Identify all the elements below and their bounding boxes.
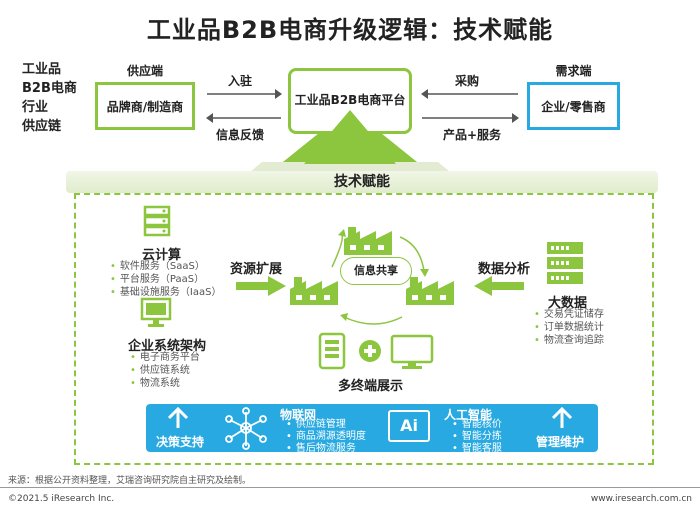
tech-region [74,193,654,465]
list-item: 供应链管理 [286,419,366,431]
data-analysis-label: 数据分析 [478,262,531,277]
factory-icon [344,227,392,255]
website: www.iresearch.com.cn [590,494,692,504]
info-share-badge: 信息共享 [340,257,412,285]
supply-header: 供应端 [126,64,163,78]
monitor-icon [390,334,434,369]
demand-header: 需求端 [555,64,592,78]
list-item: 智能客服 [452,443,502,455]
list-item: 交易凭证储存 [534,308,604,321]
tech-empowerment-bar: 技术赋能 [66,171,658,193]
list-item: 电子商务平台 [130,351,200,364]
enter-label: 入驻 [228,74,253,88]
database-server-icon [547,242,583,284]
arrow-right-icon [207,89,282,99]
arrow-left-icon [206,113,281,123]
platform-label: 工业品B2B电商平台 [294,93,406,107]
tablet-icon [318,332,346,370]
computer-icon [140,297,172,327]
arrow-up-icon [167,406,189,428]
ai-badge-text: Ai [400,416,418,435]
resource-expand-label: 资源扩展 [230,262,283,277]
arrow-up-icon [551,406,573,428]
arrow-right-icon [422,113,519,123]
cloud-list: 软件服务（SaaS） 平台服务（PaaS） 基础设施服务（IaaS） [110,260,222,299]
arrow-left-icon [474,276,524,296]
ai-icon: Ai [388,410,430,442]
bottom-band [146,404,598,452]
iot-list: 供应链管理 商品溯源透明度 售后物流服务 [286,419,366,455]
source-note: 来源：根据公开资料整理，艾瑞咨询研究院自主研究及绘制。 [8,476,252,486]
copyright: ©2021.5 iResearch Inc. [8,494,115,504]
enterprise-list: 电子商务平台 供应链系统 物流系统 [130,351,200,390]
arrow-left-icon [421,89,518,99]
decision-support-label: 决策支持 [156,435,205,449]
page-title: 工业品B2B电商升级逻辑：技术赋能 [146,16,554,44]
list-item: 平台服务（PaaS） [110,273,221,286]
multi-terminal-icons [318,332,434,370]
list-item: 售后物流服务 [286,443,366,455]
ai-list: 智能核价 智能分拣 智能客服 [452,419,502,455]
info-share-label: 信息共享 [354,264,398,277]
supply-box-label: 品牌商/制造商 [106,99,184,114]
factory-cycle [290,227,454,325]
list-item: 订单数据统计 [534,321,604,334]
list-item: 智能核价 [452,419,502,431]
multi-terminal-label: 多终端展示 [338,379,404,394]
list-item: 供应链系统 [130,364,200,377]
demand-box-label: 企业/零售商 [541,99,606,114]
list-item: 物流查询追踪 [534,334,604,347]
list-item: 智能分拣 [452,431,502,443]
side-label-line: B2B电商 [22,81,77,96]
footer-divider [0,487,700,488]
supply-box: 品牌商/制造商 [95,82,195,130]
product-service-label: 产品+服务 [443,128,502,142]
industry-chain-label: 工业品 B2B电商 行业 供应链 [22,60,77,136]
maintenance-label: 管理维护 [536,435,585,449]
network-icon [225,407,267,450]
factory-icon [406,277,454,305]
side-label-line: 供应链 [22,119,62,134]
list-item: 软件服务（SaaS） [110,260,221,273]
list-item: 基础设施服务（IaaS） [110,286,222,299]
purchase-label: 采购 [455,74,480,88]
tech-title: 技术赋能 [334,174,390,190]
list-item: 商品溯源透明度 [286,431,366,443]
arrow-right-icon [236,276,286,296]
plus-icon [359,340,381,362]
factory-icon [290,277,338,305]
server-icon [143,205,171,237]
demand-box: 企业/零售商 [527,82,620,130]
big-data-list: 交易凭证储存 订单数据统计 物流查询追踪 [534,308,604,347]
side-label-line: 行业 [22,100,49,115]
side-label-line: 工业品 [22,62,62,77]
platform-triangle-front [304,110,396,164]
feedback-label: 信息反馈 [216,128,265,142]
list-item: 物流系统 [130,377,200,390]
